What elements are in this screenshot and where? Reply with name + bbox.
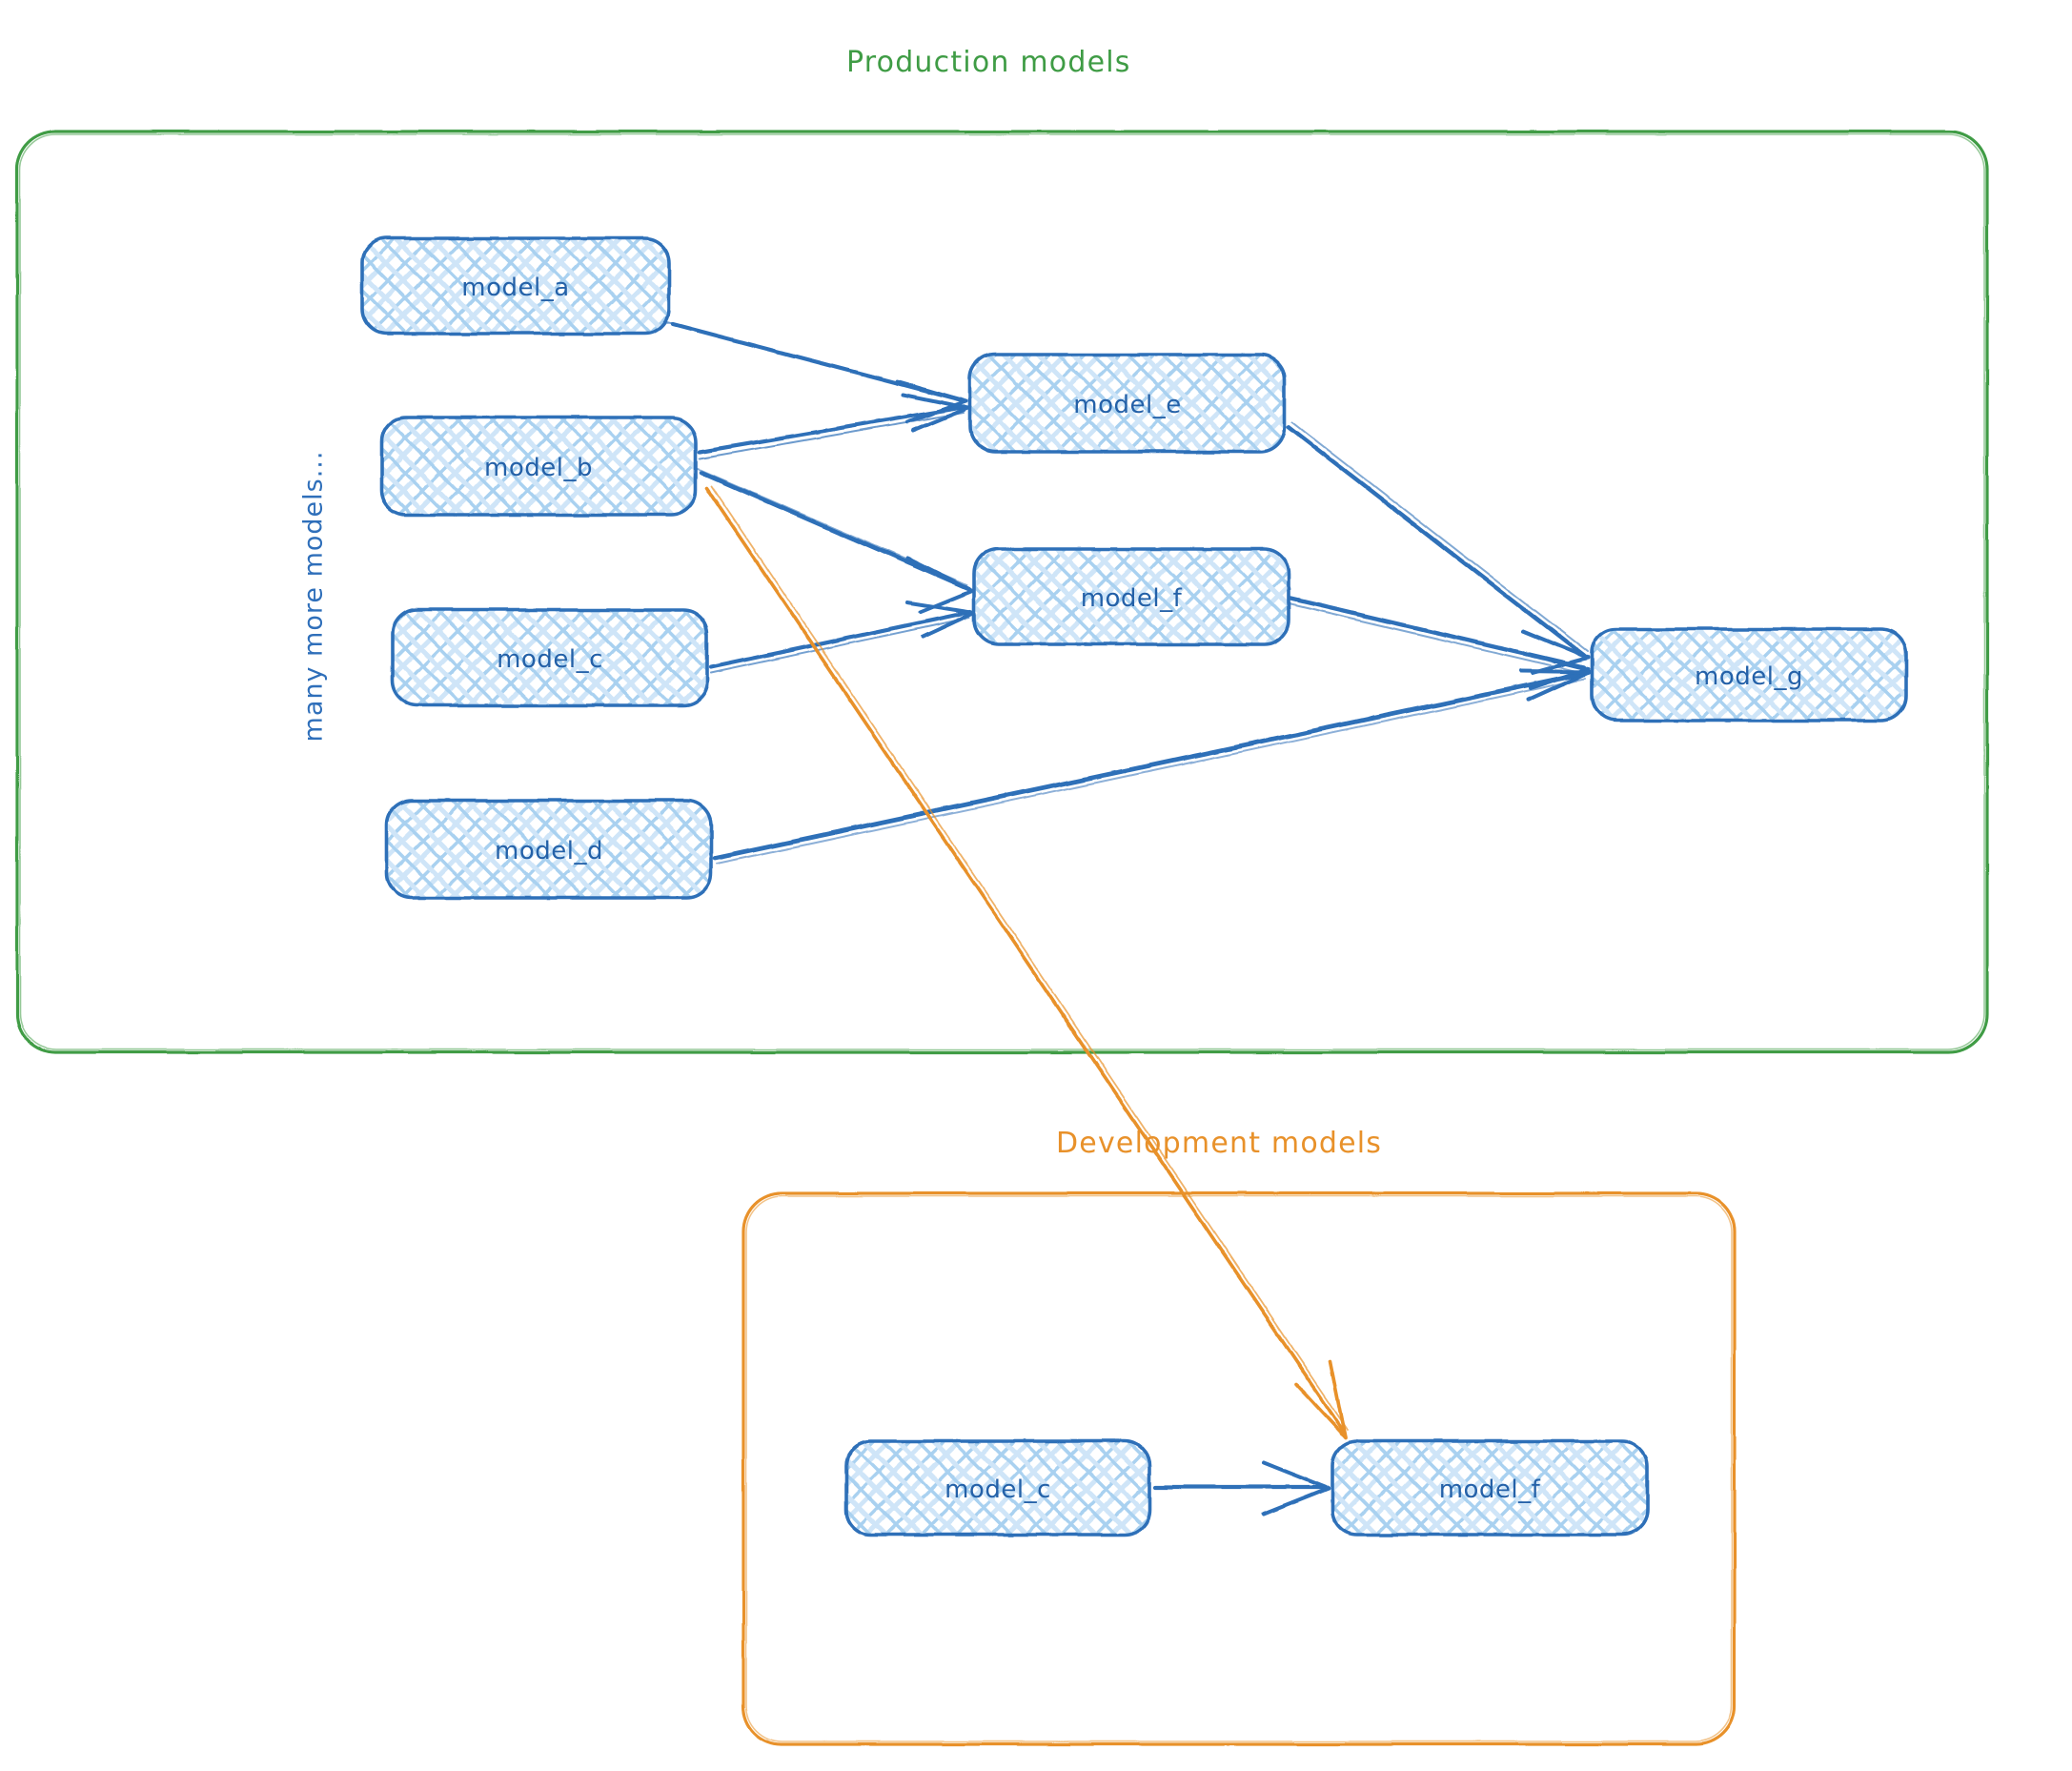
node-prod-model-g[interactable] (1590, 627, 1908, 723)
group-container-development (741, 1191, 1737, 1746)
edge-f-to-g (1288, 596, 1590, 690)
node-prod-model-d[interactable] (385, 799, 713, 900)
edge-b-to-f (697, 468, 974, 614)
node-prod-model-e[interactable] (968, 353, 1287, 454)
edge-layer (666, 321, 1592, 1516)
node-prod-model-b[interactable] (379, 416, 698, 517)
node-prod-model-f[interactable] (972, 547, 1290, 646)
annotation-many-more-models: many more models... (298, 450, 329, 743)
node-prod-model-a[interactable] (360, 236, 671, 336)
node-prod-model-c[interactable] (391, 608, 709, 707)
edge-prodb-to-devf (705, 485, 1349, 1439)
edge-d-to-g (712, 669, 1592, 865)
node-dev-model-f[interactable] (1331, 1439, 1649, 1537)
edge-c-to-f (708, 601, 976, 674)
group-label-development: Development models (1056, 1127, 1383, 1160)
group-label-production: Production models (846, 46, 1131, 79)
node-layer (360, 236, 1908, 1537)
edge-devc-to-devf (1152, 1460, 1331, 1516)
edge-b-to-e (697, 393, 970, 459)
edge-a-to-e (666, 321, 968, 424)
node-dev-model-c[interactable] (844, 1439, 1151, 1537)
edge-e-to-g (1286, 421, 1590, 675)
group-container-production (15, 130, 1989, 1054)
